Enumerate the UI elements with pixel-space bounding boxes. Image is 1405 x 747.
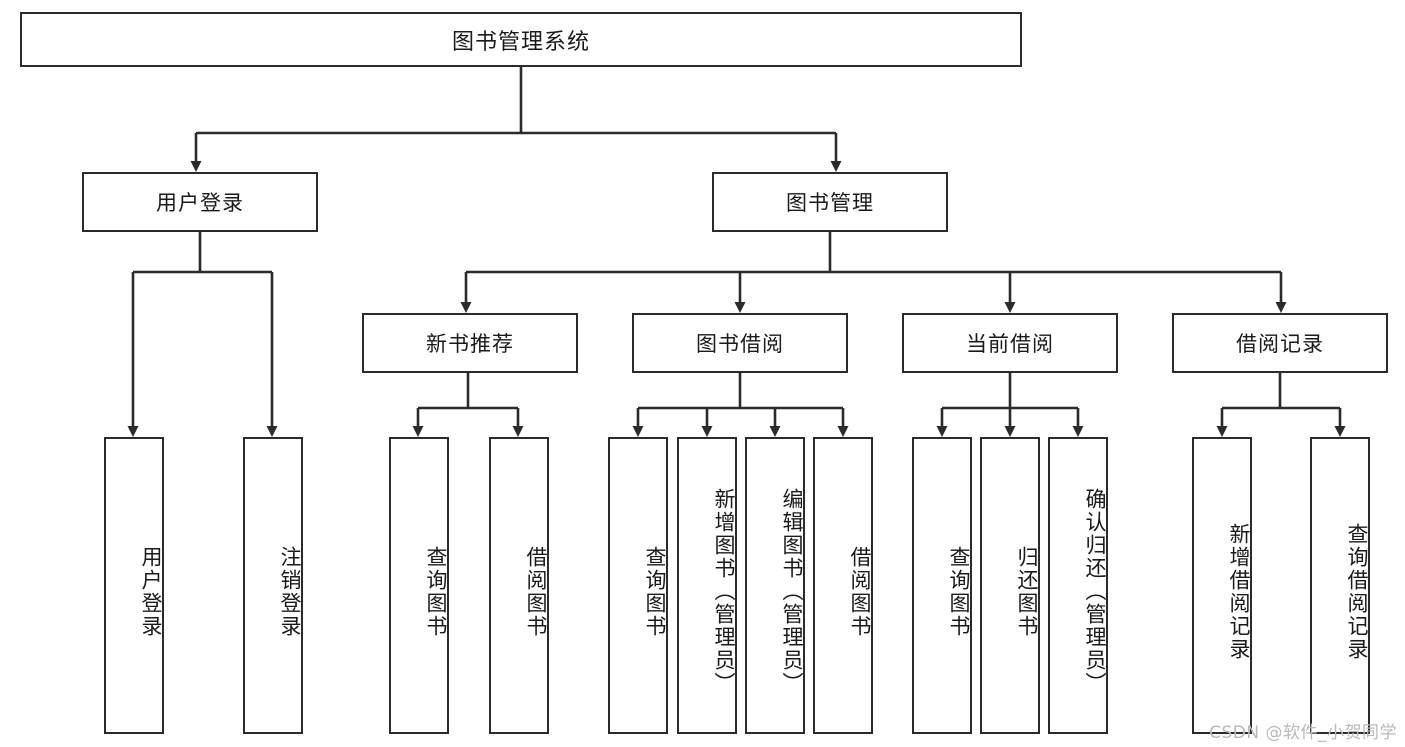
watermark: CSDN @软件_小贺同学 (1209, 723, 1397, 743)
node-label: 查询借阅记录 (1345, 522, 1369, 661)
node-label: 借阅图书 (848, 545, 872, 638)
node-leaf-add-book-admin[interactable]: 新增图书（管理员） (677, 437, 737, 734)
node-label: 当前借阅 (966, 332, 1054, 356)
node-label: 图书借阅 (696, 332, 784, 356)
node-leaf-logout[interactable]: 注销登录 (243, 437, 303, 734)
node-label: 图书管理 (786, 191, 874, 215)
node-label: 借阅图书 (524, 545, 548, 638)
node-user-login[interactable]: 用户登录 (82, 172, 318, 232)
node-label: 查询图书 (947, 545, 971, 638)
node-leaf-query-borrow-record[interactable]: 查询借阅记录 (1310, 437, 1370, 734)
node-leaf-user-login[interactable]: 用户登录 (104, 437, 164, 734)
node-leaf-query-book-current[interactable]: 查询图书 (912, 437, 972, 734)
node-label: 用户登录 (139, 545, 163, 638)
node-label: 新增图书（管理员） (712, 488, 736, 695)
node-label: 新增借阅记录 (1227, 522, 1251, 661)
node-borrow-record[interactable]: 借阅记录 (1172, 313, 1388, 373)
node-leaf-borrow-book[interactable]: 借阅图书 (813, 437, 873, 734)
node-label: 查询图书 (643, 545, 667, 638)
node-root-book-management-system[interactable]: 图书管理系统 (20, 12, 1022, 67)
node-leaf-add-borrow-record[interactable]: 新增借阅记录 (1192, 437, 1252, 734)
node-label: 图书管理系统 (451, 29, 590, 55)
node-label: 编辑图书（管理员） (780, 488, 804, 695)
node-label: 注销登录 (278, 545, 302, 638)
node-leaf-return-book[interactable]: 归还图书 (980, 437, 1040, 734)
node-leaf-confirm-return-admin[interactable]: 确认归还（管理员） (1048, 437, 1108, 734)
node-label: 用户登录 (156, 191, 244, 215)
node-book-borrow[interactable]: 图书借阅 (632, 313, 848, 373)
node-label: 归还图书 (1015, 545, 1039, 638)
node-current-borrow[interactable]: 当前借阅 (902, 313, 1118, 373)
node-label: 确认归还（管理员） (1083, 488, 1107, 695)
node-leaf-borrow-book-recommend[interactable]: 借阅图书 (489, 437, 549, 734)
node-label: 查询图书 (424, 545, 448, 638)
node-leaf-query-book-borrow[interactable]: 查询图书 (608, 437, 668, 734)
node-label: 借阅记录 (1236, 332, 1324, 356)
node-leaf-query-book-recommend[interactable]: 查询图书 (389, 437, 449, 734)
node-new-book-recommend[interactable]: 新书推荐 (362, 313, 578, 373)
node-leaf-edit-book-admin[interactable]: 编辑图书（管理员） (745, 437, 805, 734)
node-book-management[interactable]: 图书管理 (712, 172, 948, 232)
node-label: 新书推荐 (426, 332, 514, 356)
